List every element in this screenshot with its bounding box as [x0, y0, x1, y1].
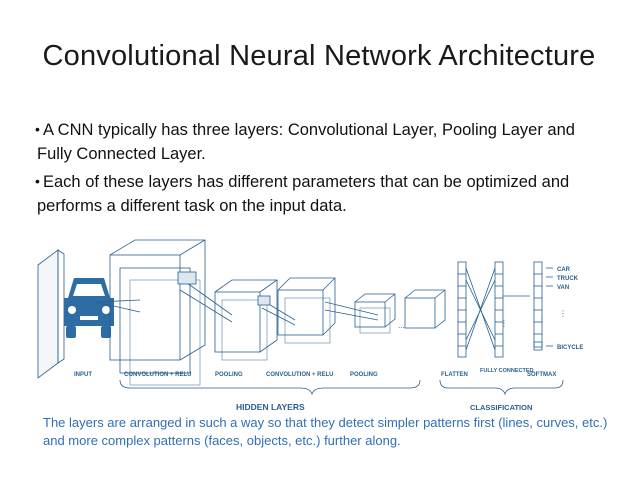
ellipsis-label: ...: [398, 321, 405, 330]
slide-title: Convolutional Neural Network Architectur…: [42, 40, 596, 72]
conv1-volume: [109, 239, 206, 386]
bullet-item: • A CNN typically has three layers: Conv…: [35, 118, 607, 166]
bullet-text: Each of these layers has different param…: [37, 173, 570, 215]
softmax-dots: ⋮: [538, 315, 546, 324]
flatten-column: [457, 261, 467, 358]
car-icon: [64, 278, 114, 338]
bullet-marker: •: [35, 121, 40, 137]
stage-label-fully-connected: FULLY CONNECTED: [480, 368, 534, 374]
class-dots: ⋮: [559, 309, 567, 318]
classification-label: CLASSIFICATION: [470, 403, 532, 412]
cnn-architecture-diagram: ...: [37, 239, 583, 412]
class-label-car: CAR: [557, 267, 571, 273]
stage-label-flatten: FLATTEN: [441, 372, 468, 378]
class-label-bicycle: BICYCLE: [557, 345, 583, 351]
bullet-text: A CNN typically has three layers: Convol…: [37, 121, 575, 163]
bullet-list: • A CNN typically has three layers: Conv…: [35, 118, 607, 222]
class-label-van: VAN: [557, 285, 569, 291]
fc-dots: ⋮: [500, 319, 508, 328]
bullet-marker: •: [35, 173, 40, 189]
flatten-dots: ⋮: [462, 319, 470, 328]
stage-label-pool2: POOLING: [350, 372, 378, 378]
final-feature-volume: [404, 289, 446, 329]
conv2-volume: [277, 277, 336, 344]
fully-connected-column: [494, 261, 504, 358]
caption: The layers are arranged in such a way so…: [43, 415, 608, 448]
stage-label-input: INPUT: [74, 372, 92, 378]
stage-label-conv1: CONVOLUTION + RELU: [124, 372, 192, 378]
softmax-column: [533, 261, 543, 351]
stage-label-pool1: POOLING: [215, 372, 243, 378]
class-label-truck: TRUCK: [557, 276, 579, 282]
pool1-volume: [214, 279, 278, 361]
stage-label-softmax: SOFTMAX: [527, 372, 556, 378]
hidden-layers-label: HIDDEN LAYERS: [236, 402, 305, 412]
pool2-volume: [354, 293, 396, 334]
bullet-item: • Each of these layers has different par…: [35, 170, 607, 218]
input-image: [37, 249, 65, 379]
stage-label-conv2: CONVOLUTION + RELU: [266, 372, 334, 378]
